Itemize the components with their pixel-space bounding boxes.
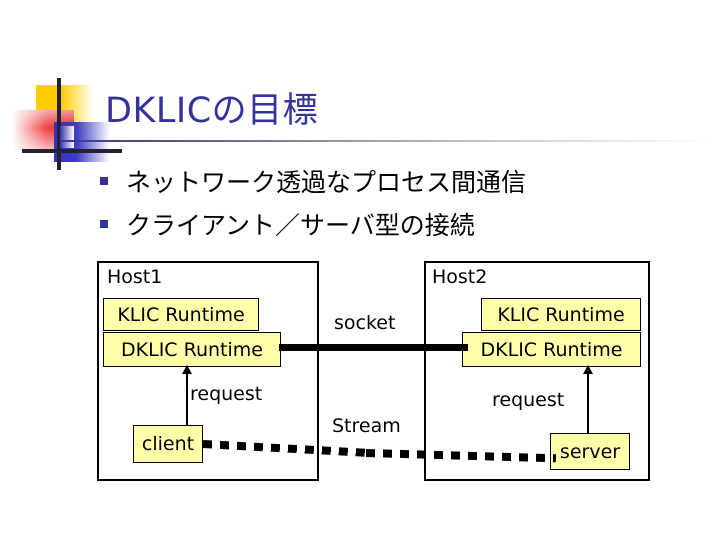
stream-label: Stream [332, 415, 401, 437]
klic-runtime-box-2: KLIC Runtime [481, 298, 641, 331]
host-container-2 [424, 261, 650, 481]
request-label-2: request [492, 389, 565, 411]
host-label-2: Host2 [432, 266, 488, 288]
klic-runtime-box-1: KLIC Runtime [103, 298, 259, 331]
bullet-item-0: ネットワーク透過なプロセス間通信 [100, 163, 526, 199]
title-rule-accent [60, 126, 74, 148]
request-arrow-head-1 [182, 365, 192, 374]
bullet-square-icon [100, 220, 108, 228]
title-separator-rule [60, 140, 712, 142]
dklic-runtime-box-1: DKLIC Runtime [103, 332, 281, 367]
bullet-item-label: ネットワーク透過なプロセス間通信 [126, 168, 527, 197]
host-container-1 [97, 261, 319, 481]
socket-label: socket [334, 312, 396, 334]
logo-vertical-rule [57, 78, 61, 170]
dklic-runtime-box-2: DKLIC Runtime [462, 332, 641, 367]
logo-horizontal-rule [22, 149, 122, 153]
socket-connector-line [279, 344, 468, 351]
server-node-box: server [550, 433, 630, 470]
request-arrow-line-2 [587, 368, 589, 434]
page-title: DKLICの目標 [105, 91, 319, 131]
request-arrow-head-2 [583, 365, 593, 374]
client-node-box: client [133, 425, 203, 463]
host-label-1: Host1 [107, 266, 163, 288]
request-arrow-line-1 [186, 368, 188, 426]
request-label-1: request [190, 383, 263, 405]
bullet-item-1: クライアント／サーバ型の接続 [100, 206, 475, 242]
bullet-square-icon [100, 177, 108, 185]
bullet-item-label: クライアント／サーバ型の接続 [126, 211, 475, 240]
